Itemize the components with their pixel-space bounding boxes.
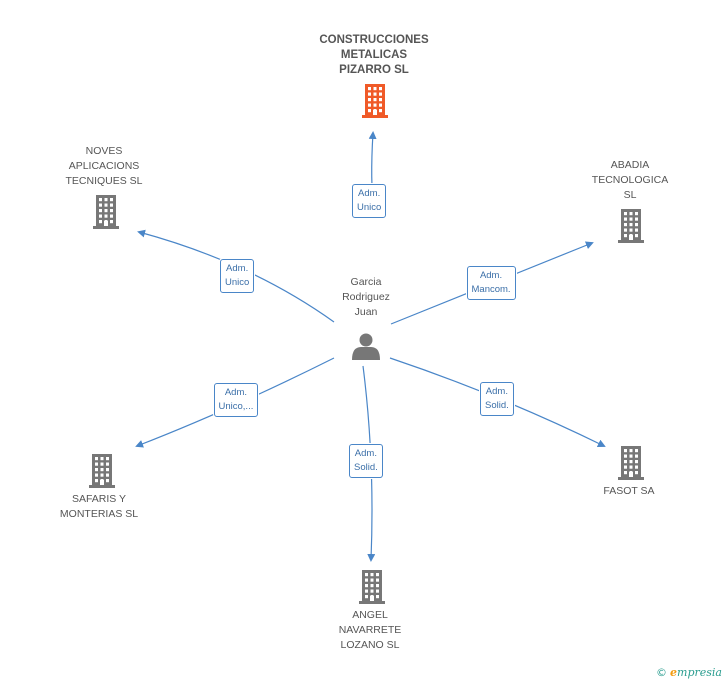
building-icon-angel	[359, 570, 385, 604]
copyright-symbol: ©	[656, 666, 668, 679]
company-name-abadia[interactable]: ABADIA TECNOLOGICA SL	[591, 158, 669, 201]
building-icon-construcciones	[362, 84, 388, 118]
company-name-noves[interactable]: NOVES APLICACIONS TECNIQUES SL	[65, 144, 143, 187]
center-person-name[interactable]: Garcia Rodriguez Juan	[342, 275, 390, 318]
building-icon-safaris	[89, 454, 115, 488]
building-icon-fasot	[618, 446, 644, 480]
building-icon-noves	[93, 195, 119, 229]
relation-label-construcciones[interactable]: Adm. Unico	[352, 184, 387, 218]
relation-label-angel[interactable]: Adm. Solid.	[349, 444, 383, 478]
relation-label-abadia[interactable]: Adm. Mancom.	[466, 266, 516, 300]
company-name-construcciones[interactable]: CONSTRUCCIONES METALICAS PIZARRO SL	[319, 33, 429, 76]
relation-label-noves[interactable]: Adm. Unico	[220, 259, 255, 293]
building-icon-abadia	[618, 209, 644, 243]
footer-brand: ©empresia	[656, 666, 722, 679]
company-name-fasot[interactable]: FASOT SA	[603, 484, 655, 497]
company-name-safaris[interactable]: SAFARIS Y MONTERIAS SL	[59, 493, 139, 520]
person-icon	[352, 333, 380, 360]
relation-label-fasot[interactable]: Adm. Solid.	[480, 382, 514, 416]
brand-name: mpresia	[677, 666, 722, 679]
relation-label-safaris[interactable]: Adm. Unico,...	[213, 383, 259, 417]
brand-logo-e: e	[670, 666, 678, 679]
company-name-angel[interactable]: ANGEL NAVARRETE LOZANO SL	[338, 608, 402, 651]
